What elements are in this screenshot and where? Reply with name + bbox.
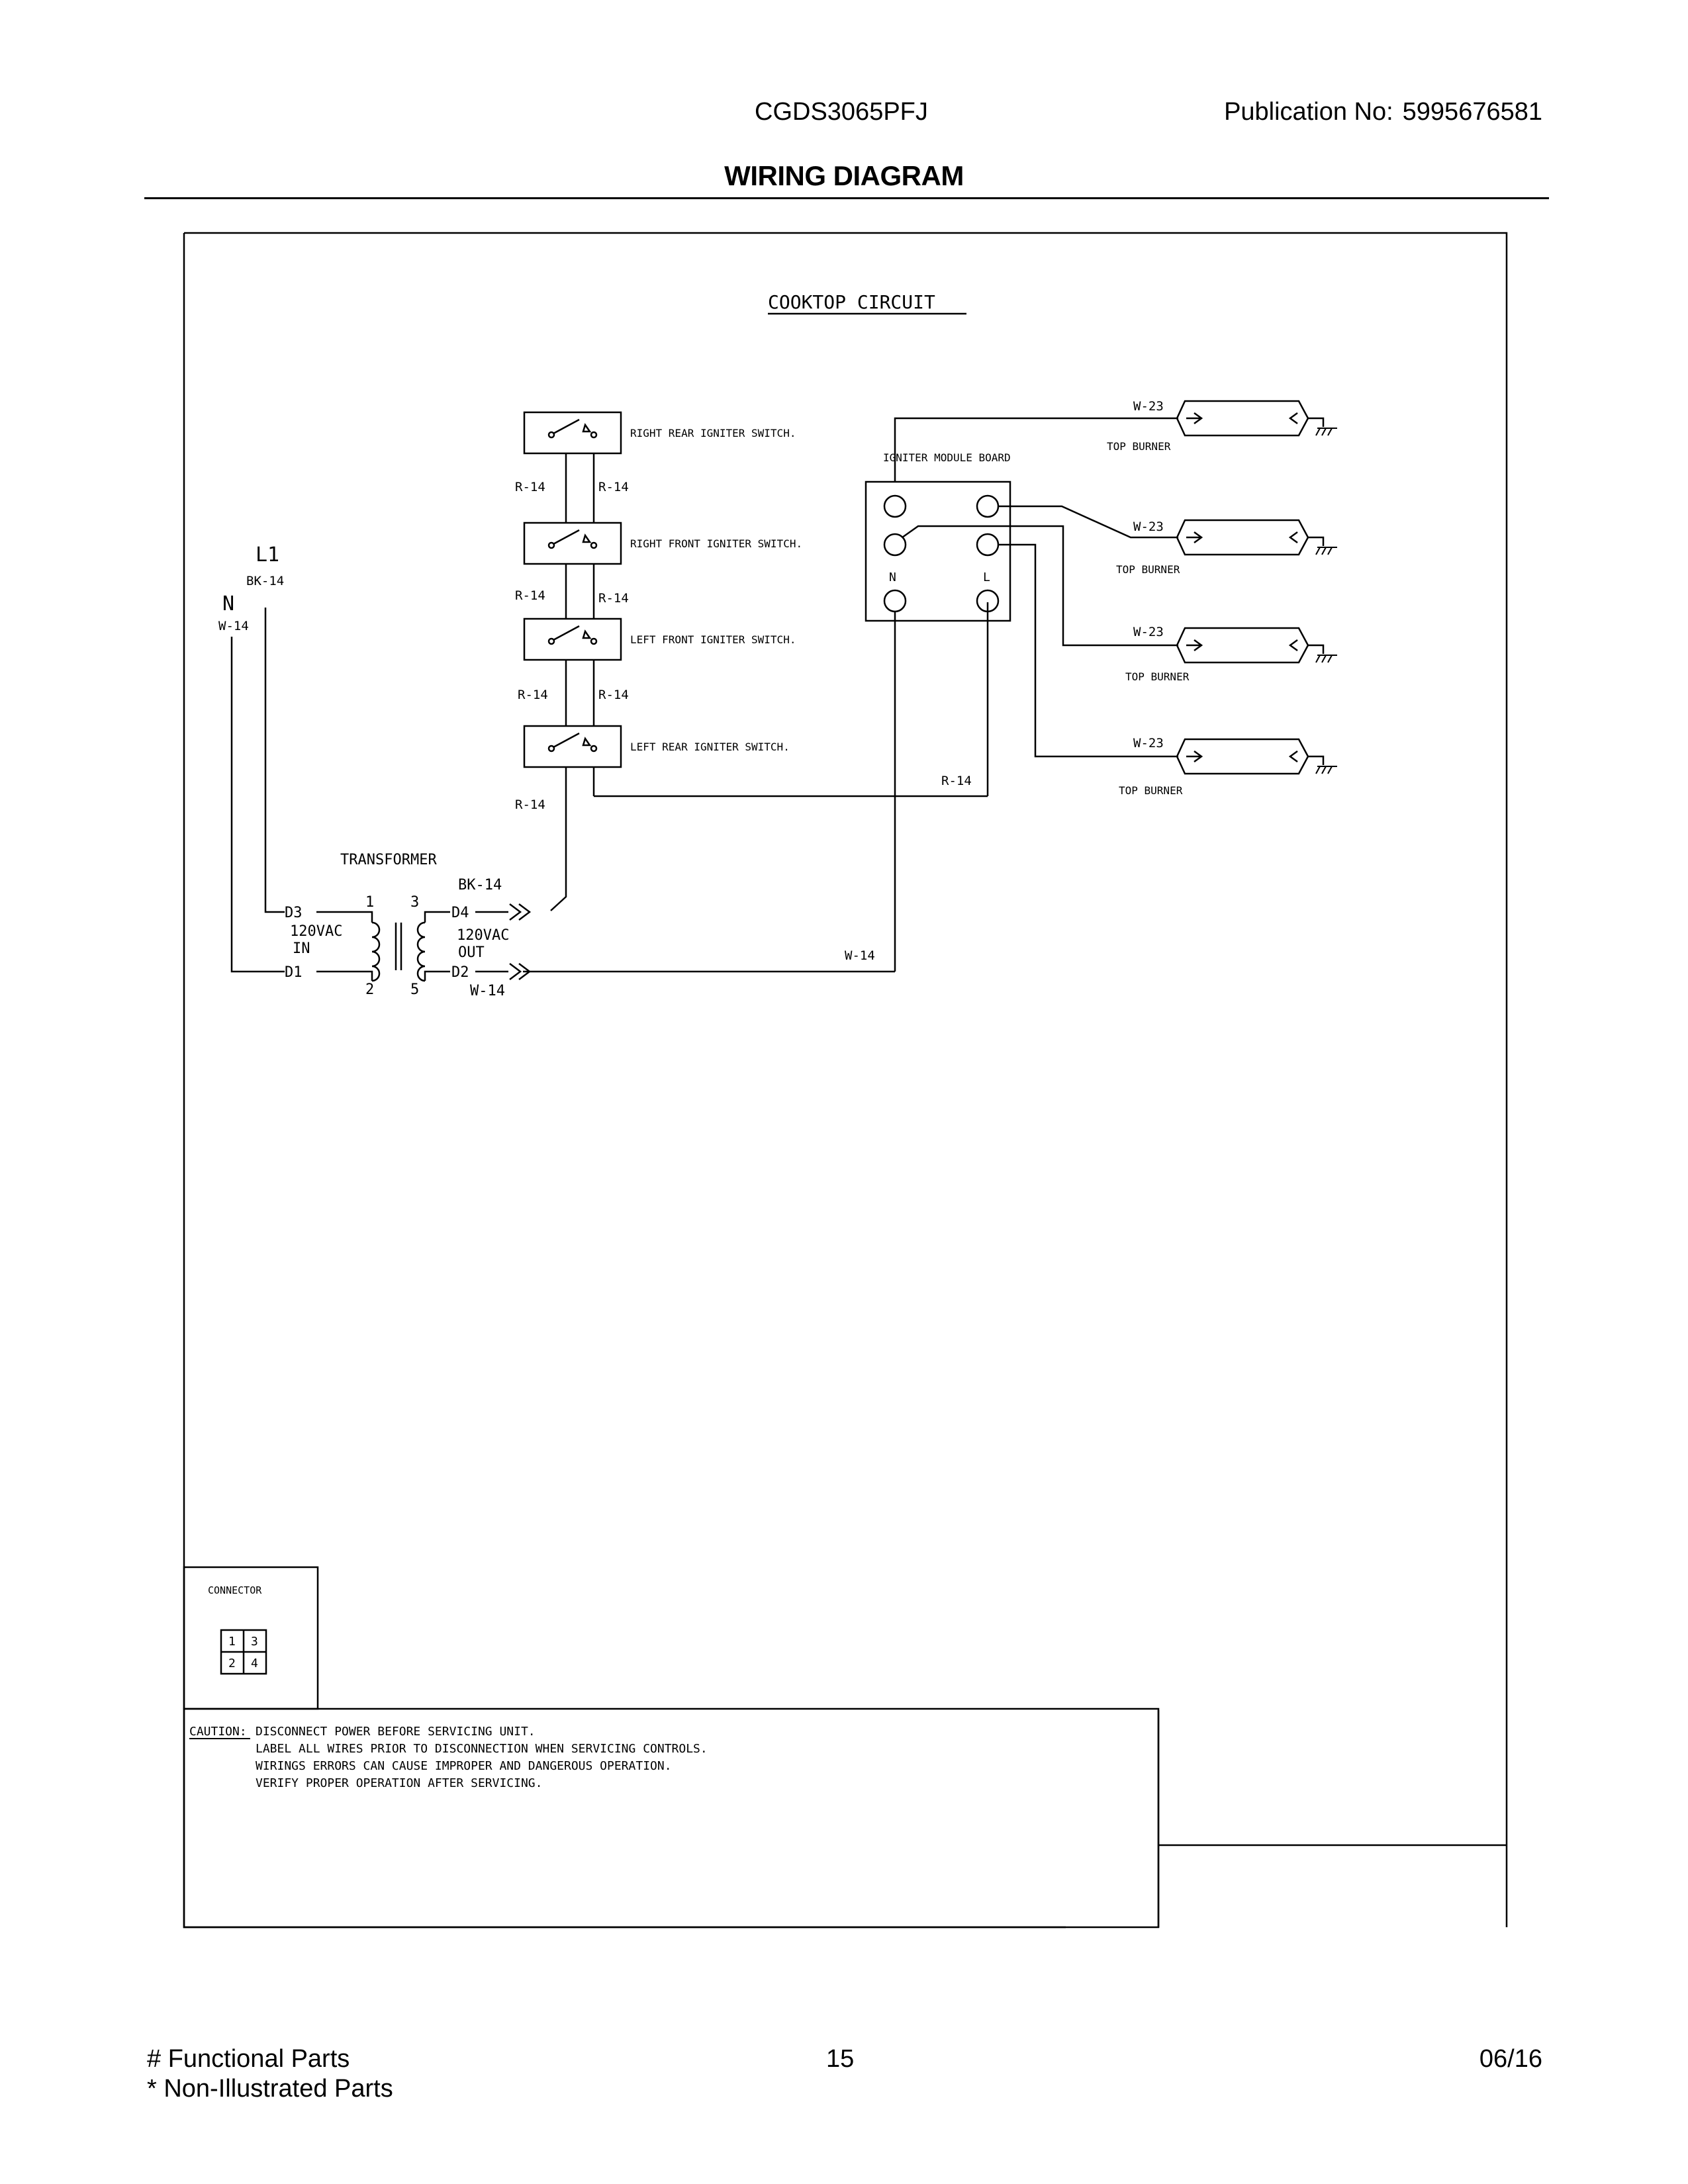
model-number: CGDS3065PFJ: [755, 98, 928, 126]
module-terminal-l: L: [983, 570, 990, 584]
diagram-frame: [183, 232, 1508, 1929]
connector-pin: 4: [251, 1657, 258, 1670]
input-voltage: 120VAC: [290, 923, 342, 940]
transformer-label: TRANSFORMER: [340, 852, 437, 868]
burners: [1176, 400, 1325, 775]
ground-symbols: [1315, 428, 1337, 774]
terminal-d4: D4: [451, 905, 469, 921]
wire-label-r14: R-14: [518, 688, 548, 702]
footer-date: 06/16: [1479, 2045, 1542, 2073]
burner-label: TOP BURNER: [1125, 670, 1190, 683]
page-number: 15: [826, 2045, 855, 2073]
wire-label-r14: R-14: [515, 588, 545, 603]
caution-line: VERIFY PROPER OPERATION AFTER SERVICING.: [256, 1776, 542, 1790]
pin-2: 2: [365, 981, 374, 998]
publication-label: Publication No:: [1224, 98, 1393, 126]
module-terminal-n: N: [889, 570, 896, 584]
transformer-symbol: [316, 903, 895, 982]
wire-label-w14: W-14: [470, 983, 505, 999]
switch-box-right-front: [523, 522, 622, 565]
switch-wiring: [550, 453, 989, 911]
switch-symbols: [547, 418, 598, 752]
wire-label-w14: W-14: [845, 948, 875, 963]
terminal-d3: D3: [285, 905, 303, 921]
module-board-label: IGNITER MODULE BOARD: [883, 451, 1011, 464]
switch-label-left-front: LEFT FRONT IGNITER SWITCH.: [630, 633, 796, 646]
igniter-module-board: [865, 480, 1011, 622]
module-wire-top: [894, 417, 1178, 482]
output-label: OUT: [458, 944, 485, 961]
wire-label-r14: R-14: [598, 480, 629, 494]
switch-label-right-rear: RIGHT REAR IGNITER SWITCH.: [630, 427, 796, 439]
wire-label-w23: W-23: [1133, 520, 1164, 534]
connector-pin: 2: [228, 1657, 236, 1670]
switch-box-left-front: [523, 617, 622, 661]
terminal-d1: D1: [285, 964, 303, 981]
connector-label: CONNECTOR: [208, 1584, 262, 1596]
terminal-d2: D2: [451, 964, 469, 981]
header-rule: [144, 197, 1549, 199]
caution-line: DISCONNECT POWER BEFORE SERVICING UNIT.: [256, 1725, 536, 1739]
connector-pin: 1: [228, 1635, 236, 1649]
burner-label: TOP BURNER: [1107, 440, 1171, 453]
wire-label-w23: W-23: [1133, 736, 1164, 751]
caution-line: LABEL ALL WIRES PRIOR TO DISCONNECTION W…: [256, 1742, 708, 1756]
page-title: WIRING DIAGRAM: [724, 160, 964, 191]
switch-label-right-front: RIGHT FRONT IGNITER SWITCH.: [630, 537, 802, 550]
pin-5: 5: [410, 981, 419, 998]
wire-label-r14: R-14: [598, 591, 629, 606]
wire-label-bk14: BK-14: [458, 877, 502, 893]
burner-label: TOP BURNER: [1119, 784, 1183, 797]
switch-box-right-rear: [523, 411, 622, 455]
switch-label-left-rear: LEFT REAR IGNITER SWITCH.: [630, 741, 790, 753]
wire-label-w23: W-23: [1133, 399, 1164, 414]
output-voltage: 120VAC: [457, 927, 509, 944]
caution-label: CAUTION:: [189, 1725, 247, 1739]
line-n-label: N: [222, 592, 234, 615]
caution-box: [183, 1707, 1160, 1929]
line-n-wire: [230, 637, 285, 973]
pin-3: 3: [410, 894, 419, 911]
wire-label-r14: R-14: [515, 797, 545, 812]
footer-functional-parts: # Functional Parts: [147, 2045, 350, 2073]
circuit-title: COOKTOP CIRCUIT: [768, 291, 935, 313]
caution-line: WIRINGS ERRORS CAN CAUSE IMPROPER AND DA…: [256, 1759, 672, 1773]
publication-info: Publication No: 5995676581: [1224, 98, 1542, 126]
wire-label-r14: R-14: [515, 480, 545, 494]
line-l1-label: L1: [256, 543, 279, 567]
line-l1-wire: [264, 608, 285, 913]
wire-label-r14: R-14: [598, 688, 629, 702]
wire-label-r14: R-14: [941, 774, 972, 788]
footer-non-illustrated-parts: * Non-Illustrated Parts: [147, 2075, 393, 2103]
wire-label-w23: W-23: [1133, 625, 1164, 639]
input-label: IN: [293, 940, 310, 957]
burner-label: TOP BURNER: [1116, 563, 1180, 576]
publication-number: 5995676581: [1402, 98, 1542, 126]
pin-1: 1: [365, 894, 374, 911]
switch-box-left-rear: [523, 725, 622, 768]
connector-pin: 3: [251, 1635, 258, 1649]
wire-label-w14: W-14: [218, 619, 249, 633]
wire-label-bk14: BK-14: [246, 574, 284, 588]
